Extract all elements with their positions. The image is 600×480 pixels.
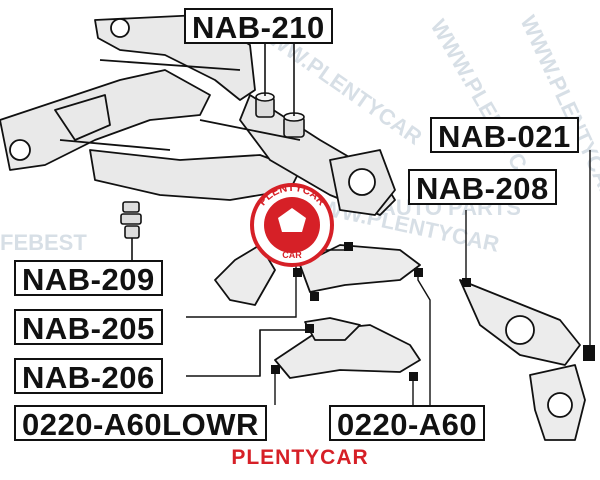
seal-car-glyph — [278, 208, 306, 232]
leader-lines — [186, 150, 591, 405]
label-0220-a60: 0220-A60 — [329, 405, 486, 442]
brand-footer: PLENTYCAR — [231, 446, 369, 469]
subframe-detail-lines — [59, 59, 301, 151]
callout-markers — [271, 242, 595, 381]
nab-209-bushing — [120, 201, 142, 260]
label-nab-205: NAB-205 — [14, 309, 163, 346]
callout-marker-icon — [310, 292, 319, 301]
leader-a60 — [417, 272, 431, 405]
lower-arms — [214, 244, 586, 441]
knuckle-bore — [547, 392, 573, 418]
label-nab-206: NAB-206 — [14, 358, 163, 395]
label-nab-209: NAB-209 — [14, 260, 163, 297]
bushing-209-top — [122, 201, 140, 213]
callout-marker-icon — [462, 278, 471, 287]
mount-bore — [348, 168, 376, 196]
callout-marker-icon — [305, 324, 314, 333]
leader-205 — [186, 277, 297, 318]
label-nab-021: NAB-021 — [430, 117, 579, 154]
bushing-209-bottom — [124, 225, 140, 239]
mid-arm-nab206 — [304, 317, 361, 341]
left-bushing-eye — [9, 139, 31, 161]
label-nab-208: NAB-208 — [408, 169, 557, 206]
label-0220-a60lowr: 0220-A60LOWR — [14, 405, 267, 442]
seal-center-text: CAR — [282, 250, 302, 260]
callout-marker-icon — [271, 365, 280, 374]
plentycar-seal-icon: PLENTYCAR CAR — [250, 182, 334, 267]
watermark-febest-logo: FEBEST — [0, 230, 87, 255]
callout-marker-icon — [583, 345, 595, 361]
arm-208-bore — [505, 315, 535, 345]
bushing-209-mid — [120, 213, 142, 225]
top-bushing-eye — [110, 18, 130, 38]
callout-marker-icon — [344, 242, 353, 251]
label-nab-210: NAB-210 — [184, 8, 333, 45]
subframe-left-bracket — [54, 94, 111, 141]
callout-marker-icon — [293, 268, 302, 277]
nab-210-bushings — [255, 44, 305, 138]
